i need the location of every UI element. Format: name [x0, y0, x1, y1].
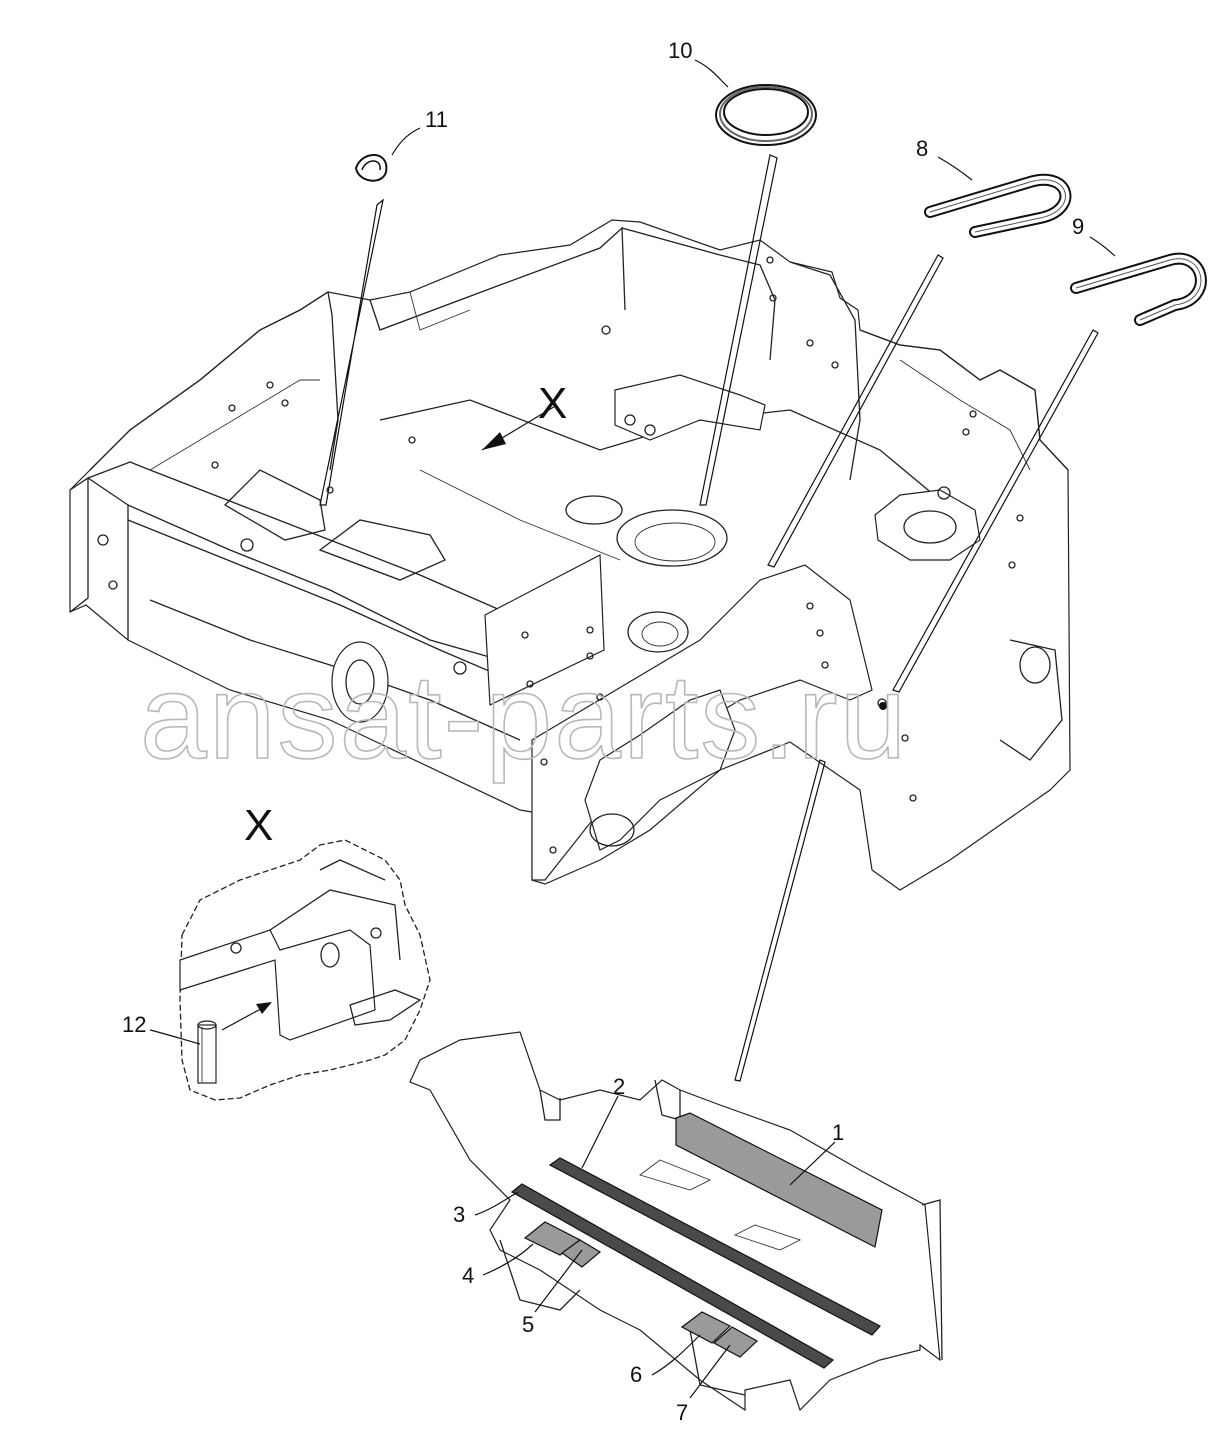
detail-floor-pads: [409, 1031, 943, 1412]
callout-1: 1: [832, 1120, 844, 1145]
callout-2: 2: [613, 1074, 625, 1099]
callout-11: 11: [425, 107, 448, 132]
callout-8: 8: [916, 136, 928, 161]
ring-part-10: [715, 84, 817, 146]
callout-3: 3: [453, 1202, 465, 1227]
clip-part-11: [354, 154, 388, 182]
view-marker-x: X: [538, 379, 567, 428]
callout-6: 6: [630, 1362, 642, 1387]
callout-labels: 10 11 8 9 12 1 2 3 4 5 6 7: [122, 38, 1084, 1425]
callout-10: 10: [668, 38, 692, 63]
main-frame: [69, 219, 1071, 891]
callout-leaders: [149, 59, 1116, 1399]
callout-12: 12: [122, 1012, 146, 1037]
callout-4: 4: [462, 1263, 474, 1288]
detail-view-x: [179, 839, 431, 1101]
watermark-text: ansat-parts.ru: [140, 650, 908, 784]
leader-lines-top: [319, 154, 1099, 1082]
callout-7: 7: [676, 1400, 688, 1425]
hose-part-8: [924, 173, 1072, 238]
callout-5: 5: [522, 1312, 534, 1337]
detail-view-marker-x: X: [244, 801, 273, 850]
hose-part-9: [1070, 252, 1207, 326]
callout-9: 9: [1072, 214, 1084, 239]
